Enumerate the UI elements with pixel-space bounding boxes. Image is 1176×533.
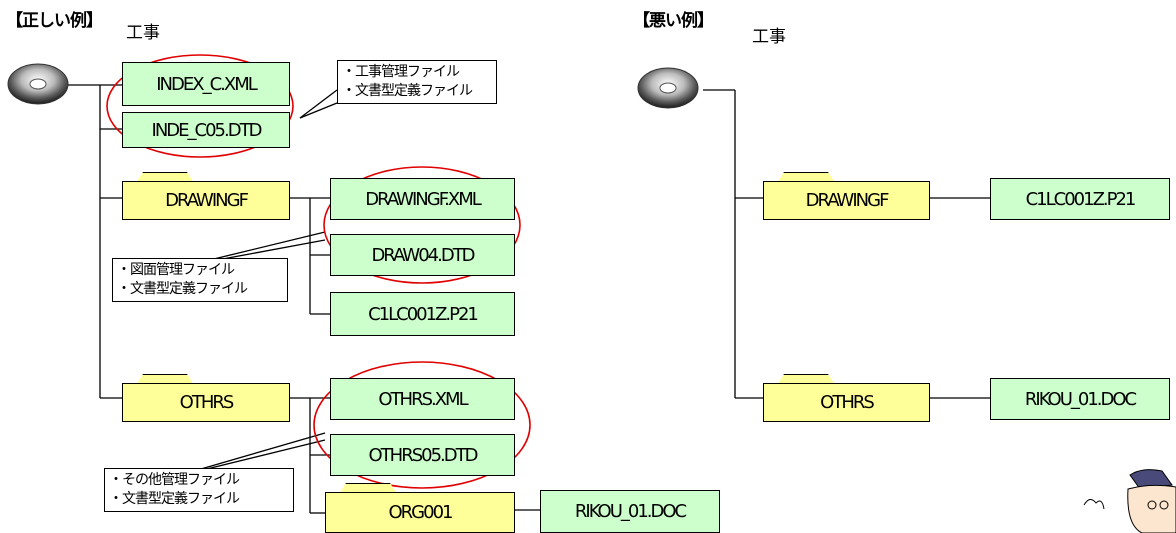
file-drawingf-xml[interactable]: DRAWINGF.XML [330,178,515,220]
folder-drawingf[interactable]: DRAWINGF [122,172,290,220]
cartoon-character-illustration [1080,465,1176,533]
folder-label: OTHRS [763,383,930,422]
folder-othrs[interactable]: OTHRS [763,374,930,422]
folder-org001[interactable]: ORG001 [325,483,515,533]
good-root-label: 工事 [126,18,160,43]
note-line: ・文書型定義ファイル [342,82,492,101]
bad-root-label: 工事 [752,22,786,47]
file-othrs05-dtd[interactable]: OTHRS05.DTD [330,434,515,476]
note-line: ・その他管理ファイル [109,471,289,490]
cd-disc-icon [636,66,700,110]
folder-drawingf[interactable]: DRAWINGF [763,172,930,220]
folder-label: ORG001 [325,492,515,533]
note-others-files: ・その他管理ファイル ・文書型定義ファイル [104,468,294,512]
folder-label: DRAWINGF [763,181,930,220]
bad-example-heading: 【悪い例】 [633,6,713,31]
file-c1lc001z-p21[interactable]: C1LC001Z.P21 [990,178,1170,220]
folder-label: OTHRS [122,383,290,422]
file-draw04-dtd[interactable]: DRAW04.DTD [330,234,515,276]
note-drawing-files: ・図面管理ファイル ・文書型定義ファイル [112,258,288,302]
note-line: ・図面管理ファイル [117,261,283,280]
cd-disc-icon [6,62,70,106]
note-construction-files: ・工事管理ファイル ・文書型定義ファイル [337,60,497,104]
folder-othrs[interactable]: OTHRS [122,374,290,422]
file-othrs-xml[interactable]: OTHRS.XML [330,378,515,420]
good-example-heading: 【正しい例】 [6,6,102,31]
note-line: ・工事管理ファイル [342,63,492,82]
file-c1lc001z-p21[interactable]: C1LC001Z.P21 [330,292,515,336]
file-index-c-xml[interactable]: INDEX_C.XML [122,62,290,106]
file-rikou-01-doc[interactable]: RIKOU_01.DOC [990,378,1170,420]
file-rikou-01-doc[interactable]: RIKOU_01.DOC [540,490,720,533]
folder-label: DRAWINGF [122,181,290,220]
note-line: ・文書型定義ファイル [117,280,283,299]
file-inde-c05-dtd[interactable]: INDE_C05.DTD [122,112,290,148]
note-line: ・文書型定義ファイル [109,490,289,509]
